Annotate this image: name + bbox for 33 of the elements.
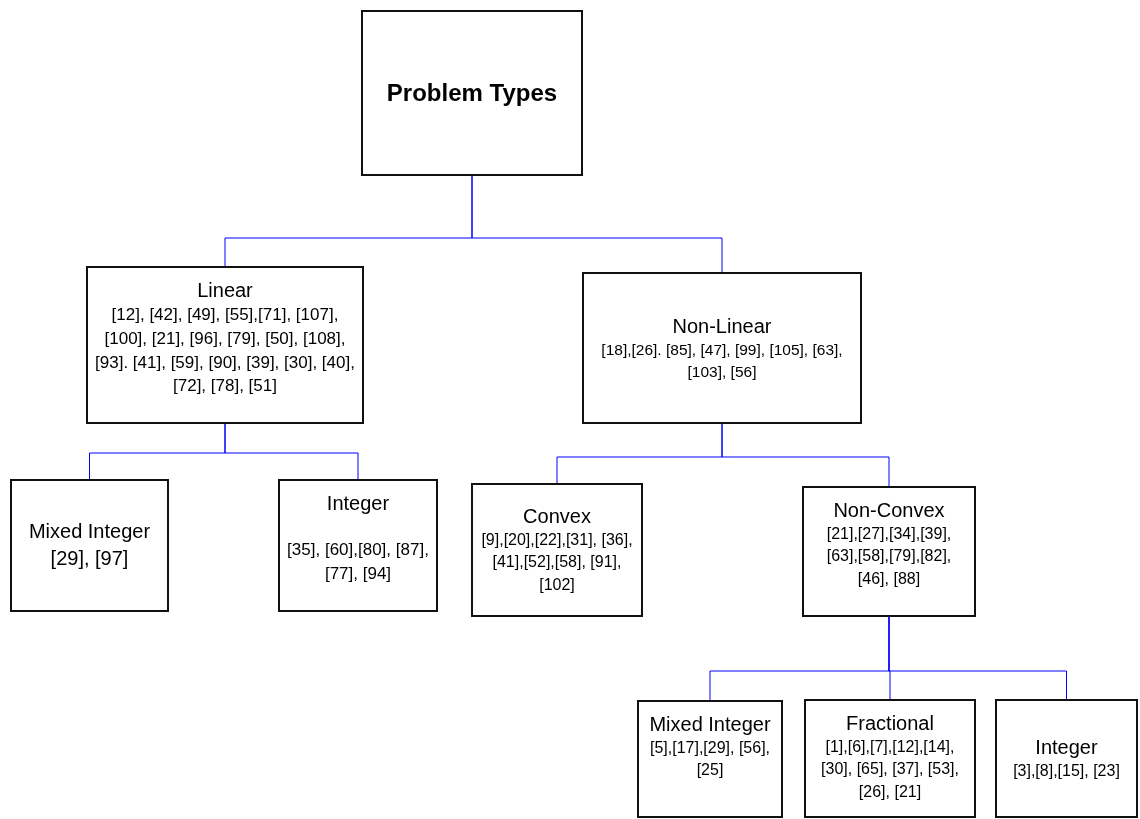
category-box xyxy=(10,479,169,612)
category-title: Mixed Integer xyxy=(649,712,771,737)
reference-list: [12], [42], [49], [55],[71], [107], [100], [21], [96], [79], [50], [108], [93]. [41], [59], [90], [39], [30], [40], [72], [78], [51] xyxy=(94,303,356,399)
category-title: Convex xyxy=(523,503,591,529)
category-title: Non-Convex xyxy=(833,498,945,523)
category-title: Non-Linear xyxy=(672,313,772,339)
category-title: Problem Types xyxy=(386,78,558,108)
reference-list: [21],[27],[34],[39], [63],[58],[79],[82], [46], [88] xyxy=(810,523,968,591)
connector-line xyxy=(888,616,1067,700)
reference-list: [3],[8],[15], [23] xyxy=(1013,759,1120,783)
category-box xyxy=(995,699,1138,818)
category-box xyxy=(361,10,583,176)
category-box xyxy=(637,700,783,818)
reference-list: [1],[6],[7],[12],[14], [30], [65], [37], [53], [26], [21] xyxy=(812,736,968,804)
connector-line xyxy=(224,423,359,480)
category-title: Integer xyxy=(1035,734,1098,760)
category-box xyxy=(471,483,643,617)
category-box xyxy=(86,266,364,424)
category-box xyxy=(278,479,438,612)
category-title: Fractional xyxy=(846,711,934,736)
connector-line xyxy=(721,423,890,487)
category-box xyxy=(582,272,862,424)
reference-list: [5],[17],[29], [56], [25] xyxy=(645,737,775,782)
category-title: Mixed Integer xyxy=(28,519,151,544)
category-title: Integer xyxy=(326,491,390,516)
category-box xyxy=(802,486,976,617)
reference-list: [35], [60],[80], [87], [77], [94] xyxy=(286,538,430,586)
category-box xyxy=(804,699,976,818)
reference-list: [29], [97] xyxy=(50,544,129,572)
reference-list: [9],[20],[22],[31], [36],[41],[52],[58], [91], [102] xyxy=(479,528,635,597)
connector-line xyxy=(471,175,723,273)
category-title: Linear xyxy=(197,278,253,303)
reference-list: [18],[26]. [85], [47], [99], [105], [63], [103], [56] xyxy=(590,338,854,383)
